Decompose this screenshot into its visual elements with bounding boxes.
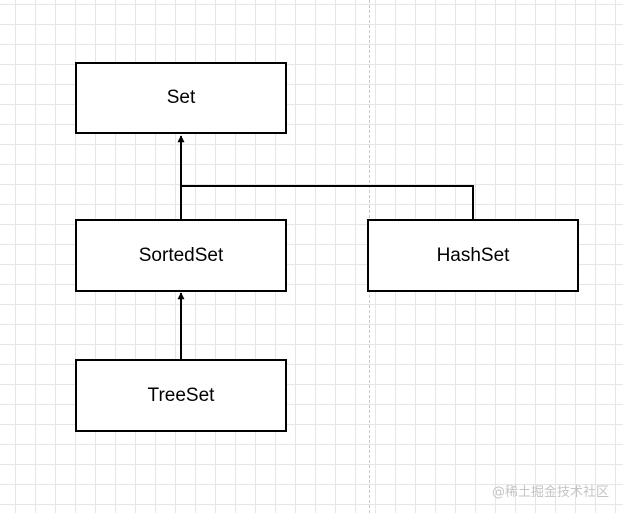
node-set-label: Set (166, 87, 196, 108)
node-sortedset[interactable]: SortedSet (75, 219, 287, 292)
node-treeset-label: TreeSet (147, 384, 215, 406)
node-treeset[interactable]: TreeSet (75, 359, 287, 432)
node-hashset-label: HashSet (436, 244, 510, 266)
node-sortedset-label: SortedSet (138, 244, 224, 266)
watermark: @稀土掘金技术社区 (491, 485, 609, 500)
node-set[interactable]: Set (75, 62, 287, 134)
node-hashset[interactable]: HashSet (367, 219, 579, 292)
edge-hashset-to-set (181, 185, 474, 219)
